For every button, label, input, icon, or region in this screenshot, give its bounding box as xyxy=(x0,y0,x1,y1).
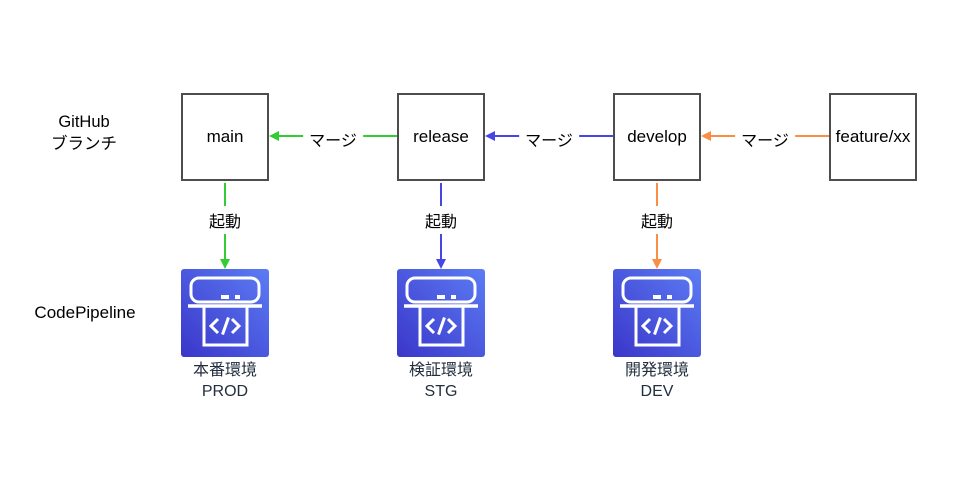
branch-box-main: main xyxy=(181,93,269,181)
branch-label-feature: feature/xx xyxy=(835,127,911,146)
trigger-arrowhead-prod xyxy=(220,259,230,269)
merge-label-release-to-main: マージ xyxy=(303,127,363,151)
branch-box-develop: develop xyxy=(613,93,701,181)
trigger-label-prod: 起動 xyxy=(205,206,245,234)
github-branch-row-label: GitHub ブランチ xyxy=(24,111,144,155)
env-label-dev: 開発環境 DEV xyxy=(592,360,722,402)
env-code: DEV xyxy=(640,383,674,400)
branch-box-release: release xyxy=(397,93,485,181)
env-name-ja: 検証環境 xyxy=(408,362,473,379)
codepipeline-icon-stg xyxy=(397,269,485,357)
code-glyph xyxy=(424,317,436,335)
codepipeline-icon xyxy=(188,276,262,347)
merge-label-develop-to-release: マージ xyxy=(519,127,579,151)
github-label-line1: GitHub xyxy=(58,113,110,131)
branch-label-main: main xyxy=(206,127,244,146)
trigger-label-dev: 起動 xyxy=(637,206,677,234)
env-name-ja: 本番環境 xyxy=(192,362,257,379)
codepipeline-row-label: CodePipeline xyxy=(34,303,136,322)
codepipeline-icon xyxy=(620,276,694,347)
trigger-arrowhead-dev xyxy=(652,259,662,269)
code-glyph xyxy=(662,317,674,335)
merge-arrowhead-release xyxy=(485,131,495,141)
trigger-label-stg: 起動 xyxy=(421,206,461,234)
merge-label-feature-to-develop: マージ xyxy=(735,127,795,151)
code-glyph xyxy=(653,317,662,335)
env-name-ja: 開発環境 xyxy=(624,362,689,379)
env-label-stg: 検証環境 STG xyxy=(376,360,506,402)
code-glyph xyxy=(446,317,458,335)
merge-arrowhead-develop xyxy=(701,131,711,141)
code-glyph xyxy=(437,317,446,335)
env-code: PROD xyxy=(201,383,249,400)
code-glyph xyxy=(230,317,242,335)
codepipeline-icon-prod xyxy=(181,269,269,357)
branch-box-feature: feature/xx xyxy=(829,93,917,181)
codepipeline-icon xyxy=(404,276,478,347)
merge-arrowhead-main xyxy=(269,131,279,141)
env-code: STG xyxy=(424,383,458,400)
branch-label-release: release xyxy=(413,127,469,146)
env-label-prod: 本番環境 PROD xyxy=(160,360,290,402)
branch-label-develop: develop xyxy=(627,127,687,146)
code-glyph xyxy=(640,317,652,335)
code-glyph xyxy=(208,317,220,335)
github-label-line2: ブランチ xyxy=(51,135,117,153)
trigger-arrowhead-stg xyxy=(436,259,446,269)
code-glyph xyxy=(221,317,230,335)
codepipeline-icon-dev xyxy=(613,269,701,357)
